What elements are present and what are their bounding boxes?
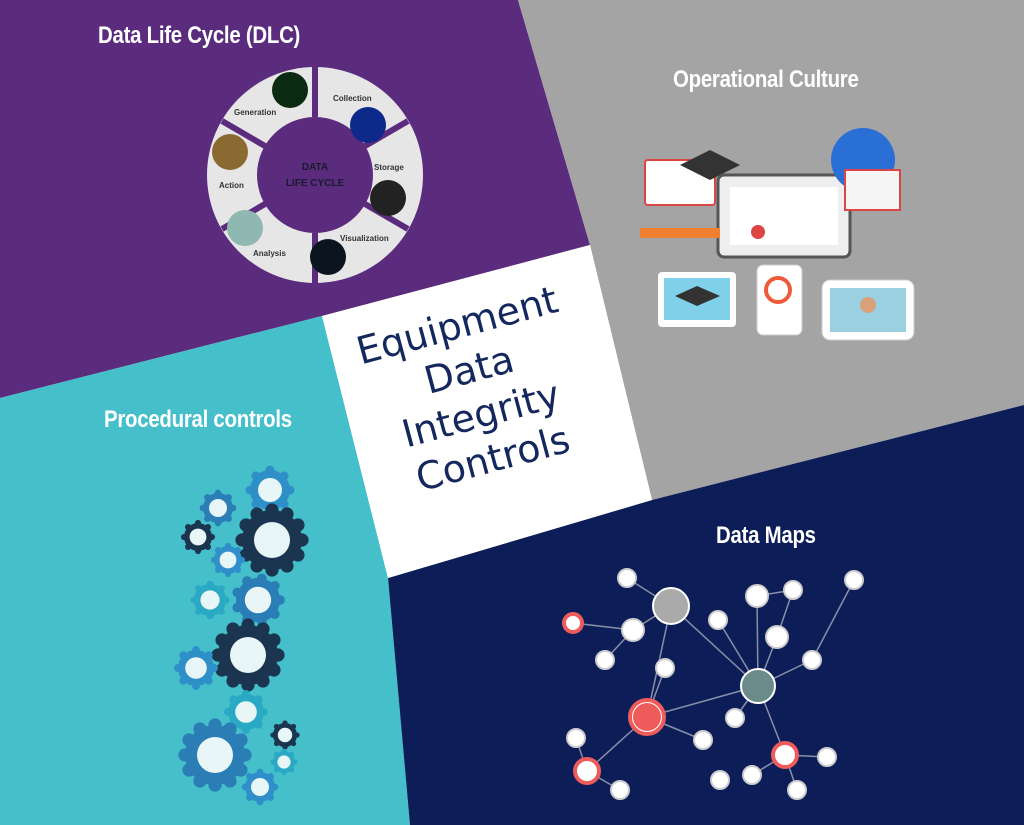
network-node <box>566 728 586 748</box>
gear-center <box>244 586 272 614</box>
stage-action: Action <box>219 181 244 190</box>
gear-center <box>197 737 233 773</box>
gear-center <box>258 478 282 502</box>
wheel-center-line2: LIFE CYCLE <box>286 178 345 189</box>
dlc-wheel: Generation Collection Storage Visualizat… <box>207 67 423 283</box>
network-node <box>740 668 776 704</box>
network-edge <box>811 579 855 661</box>
panel-procedural <box>0 316 410 825</box>
data-map-network <box>562 568 864 800</box>
gear-center <box>189 528 207 546</box>
stage-collection: Collection <box>333 94 372 103</box>
maps-title: Data Maps <box>716 522 816 549</box>
network-node <box>742 765 762 785</box>
gear-center <box>230 637 266 673</box>
network-node <box>708 610 728 630</box>
network-edge <box>646 685 759 718</box>
gear-center <box>251 778 269 796</box>
wheel-center-line1: DATA <box>302 162 328 173</box>
gear-center <box>254 522 290 558</box>
stage-analysis: Analysis <box>253 249 286 258</box>
network-node <box>562 612 584 634</box>
culture-title: Operational Culture <box>673 66 859 93</box>
network-node <box>655 658 675 678</box>
procedural-title: Procedural controls <box>104 406 292 433</box>
stage-visualization: Visualization <box>340 234 389 243</box>
network-node <box>771 741 799 769</box>
network-node <box>693 730 713 750</box>
stage-storage: Storage <box>374 163 404 172</box>
network-node <box>617 568 637 588</box>
network-node-core <box>633 703 661 731</box>
network-node <box>745 584 769 608</box>
gears-illustration <box>174 465 309 806</box>
network-node <box>621 618 645 642</box>
gear-center <box>277 755 291 769</box>
network-node <box>725 708 745 728</box>
stage-generation: Generation <box>234 108 276 117</box>
gear-center <box>209 499 227 517</box>
network-node <box>573 757 601 785</box>
gear-center <box>200 590 220 610</box>
network-node <box>610 780 630 800</box>
network-node <box>652 587 690 625</box>
gear-center <box>185 657 207 679</box>
network-node <box>783 580 803 600</box>
network-edge <box>670 605 759 687</box>
center-square <box>322 245 652 578</box>
network-node <box>787 780 807 800</box>
network-node <box>595 650 615 670</box>
network-node <box>817 747 837 767</box>
network-node <box>802 650 822 670</box>
gear-center <box>219 551 237 569</box>
network-node <box>765 625 789 649</box>
gear-center <box>277 727 293 743</box>
gear-center <box>235 701 257 723</box>
dlc-title: Data Life Cycle (DLC) <box>98 22 301 49</box>
education-illustration <box>640 128 915 341</box>
network-node <box>844 570 864 590</box>
panel-maps <box>388 405 1024 825</box>
network-node <box>710 770 730 790</box>
